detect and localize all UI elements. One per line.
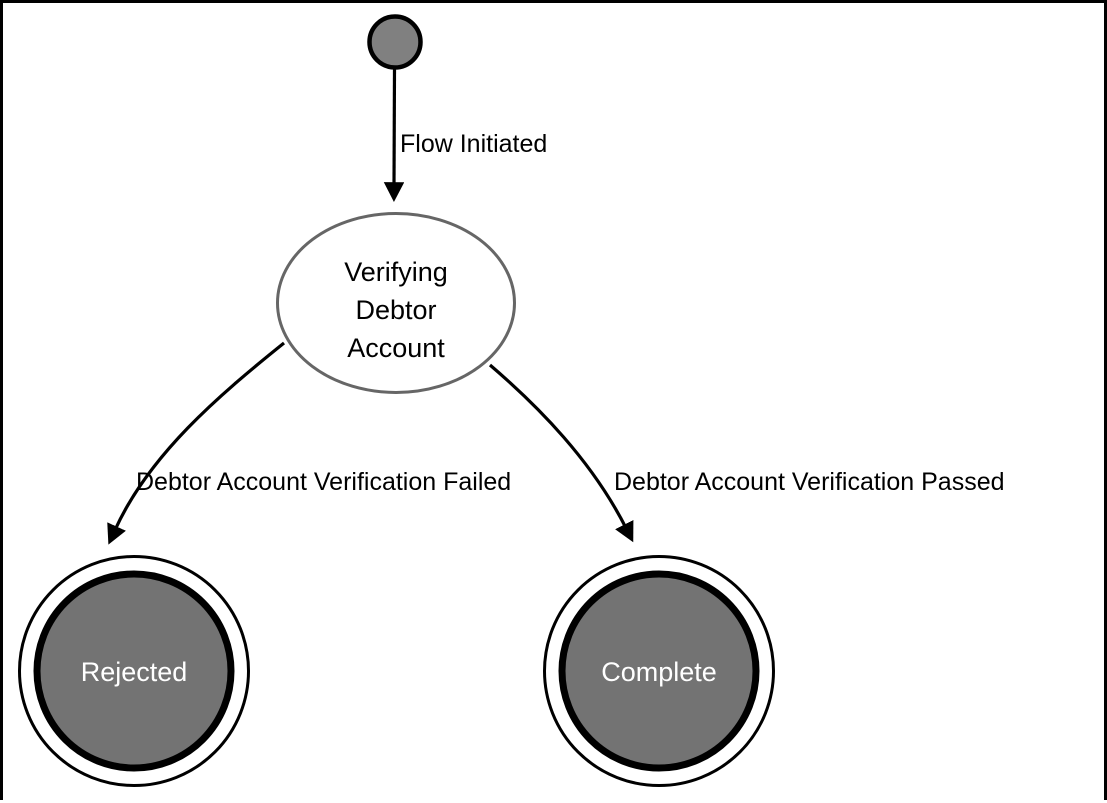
node-complete[interactable]: Complete: [543, 555, 775, 787]
edge-verification-failed-line: [107, 341, 286, 545]
state-machine-diagram: Flow Initiated Debtor Account Verificati…: [18, 14, 1005, 787]
node-rejected[interactable]: Rejected: [18, 555, 250, 787]
edge-verification-passed[interactable]: Debtor Account Verification Passed: [488, 363, 1005, 543]
state-label-line-1: Verifying: [344, 257, 448, 287]
rejected-inner-disc: [33, 570, 235, 772]
state-label-line-3: Account: [347, 333, 445, 363]
edge-verification-failed-label: Debtor Account Verification Failed: [136, 468, 511, 496]
edge-flow-initiated-line: [383, 68, 405, 202]
edge-verification-passed-line: [488, 363, 634, 543]
complete-label: Complete: [601, 657, 717, 687]
state-ellipse: [276, 212, 516, 394]
edge-verification-passed-label: Debtor Account Verification Passed: [614, 468, 1005, 496]
initial-state-circle: [367, 14, 423, 70]
state-label-line-2: Debtor: [355, 295, 436, 325]
node-initial-state[interactable]: [367, 14, 423, 70]
edge-flow-initiated-label: Flow Initiated: [400, 130, 547, 158]
edge-flow-initiated[interactable]: Flow Initiated: [383, 68, 547, 202]
node-verifying-debtor-account[interactable]: Verifying Debtor Account: [276, 212, 516, 394]
edge-verification-failed[interactable]: Debtor Account Verification Failed: [107, 341, 511, 545]
complete-inner-disc: [558, 570, 760, 772]
rejected-label: Rejected: [81, 657, 188, 687]
